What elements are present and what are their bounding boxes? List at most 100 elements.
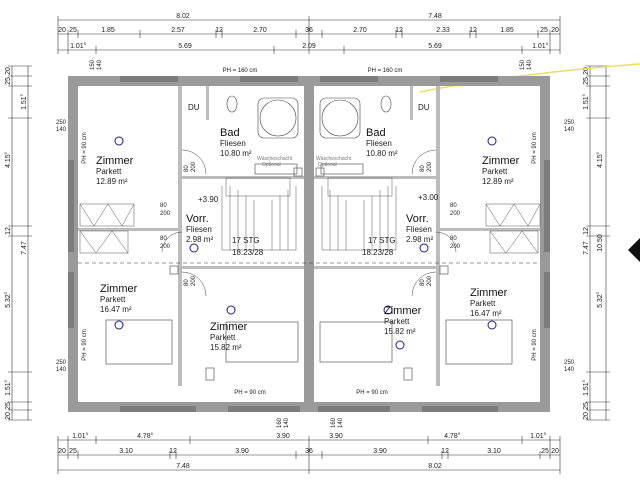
ph-top-right: PH = 160 cm: [368, 68, 403, 74]
room-zimmer-3-name: Zimmer: [100, 283, 138, 295]
opening-labels: 250 140 250 140 250 140 250 140 150 140 …: [56, 59, 575, 428]
svg-text:140: 140: [338, 417, 344, 428]
svg-text:80: 80: [450, 236, 457, 242]
room-zimmer-5-name: Zimmer: [384, 305, 422, 317]
dim-right-8: 1.515: [581, 379, 590, 396]
svg-text:80: 80: [420, 279, 426, 286]
level-right: +3.00: [418, 193, 439, 202]
svg-text:80: 80: [160, 236, 167, 242]
room-bad-left-name: Bad: [220, 127, 240, 139]
room-markers: [114, 136, 497, 350]
room-du-right: DU: [418, 103, 430, 112]
stair-right-dim: 18.23/28: [362, 248, 394, 257]
room-zimmer-1-floor: Parkett: [96, 167, 122, 176]
dim-bottom-2-1: 25: [69, 448, 77, 455]
dim-left-6: 5.325: [3, 291, 12, 308]
dim-left-1: 25: [5, 77, 12, 85]
svg-text:140: 140: [97, 59, 103, 70]
room-bad-left-floor: Fliesen: [220, 139, 246, 148]
dim-bottom-2-4: 3.90: [235, 448, 249, 455]
svg-text:140: 140: [527, 59, 533, 70]
svg-text:200: 200: [427, 161, 433, 172]
optional-right: Optional: [318, 162, 337, 168]
stair-left-count: 17 STG: [232, 236, 260, 245]
dim-top-3-2: 2.09: [302, 43, 316, 50]
svg-text:160: 160: [277, 417, 283, 428]
room-bad-left-area: 10.80 m²: [220, 149, 252, 158]
room-zimmer-6-name: Zimmer: [470, 287, 508, 299]
dim-left-9: 20: [5, 412, 12, 420]
svg-text:80: 80: [184, 279, 190, 286]
optional-left: Optional: [262, 162, 281, 168]
room-zimmer-1-name: Zimmer: [96, 155, 134, 167]
svg-text:250: 250: [564, 120, 575, 126]
dim-top-3-3: 5.69: [428, 43, 442, 50]
room-du-left: DU: [188, 103, 200, 112]
dim-top-1-0: 8.02: [176, 13, 190, 20]
dim-top-2-10: 12: [469, 27, 477, 34]
dim-right-4: 12: [583, 227, 590, 235]
dim-left-7: 1.515: [3, 379, 12, 396]
stair-right-count: 17 STG: [368, 236, 396, 245]
svg-text:200: 200: [160, 244, 171, 250]
room-vorr-right-floor: Fliesen: [406, 225, 432, 234]
dimension-right: 20 25 1.515 4.155 12 7.47 10.50 5.325 1.…: [581, 65, 610, 421]
dim-right-5: 7.47: [583, 241, 590, 255]
svg-text:250: 250: [56, 120, 67, 126]
dim-right-0: 20: [583, 67, 590, 75]
room-vorr-left-area: 2.98 m²: [186, 235, 213, 244]
svg-text:150: 150: [520, 59, 526, 70]
dim-top-3-1: 5.69: [178, 43, 192, 50]
dim-top-2-1: 25: [69, 27, 77, 34]
room-zimmer-2-area: 12.89 m²: [482, 177, 514, 186]
ph-top-left: PH = 160 cm: [223, 68, 258, 74]
svg-text:250: 250: [56, 360, 67, 366]
room-vorr-left-name: Vorr.: [186, 213, 209, 225]
dim-bottom-2-6: 3.90: [373, 448, 387, 455]
dimension-top: 8.02 7.48 20 25 1.85 2.57 12 2.70 36 2.7…: [57, 13, 561, 54]
svg-text:250: 250: [564, 360, 575, 366]
dim-top-1-1: 7.48: [428, 13, 442, 20]
svg-text:150: 150: [90, 59, 96, 70]
wasch-left: Wäscheschacht: [257, 156, 293, 162]
ph-side-right-2: PH = 90 cm: [532, 329, 538, 361]
wasch-right: Wäscheschacht: [316, 156, 352, 162]
dim-top-3-0: 1.015: [70, 41, 87, 50]
dim-top-2-12: 25: [540, 27, 548, 34]
section-marker: [628, 238, 640, 262]
dim-bottom-1-5: 1.015: [530, 431, 547, 440]
dim-top-3-4: 1.015: [532, 41, 549, 50]
room-zimmer-5-floor: Parkett: [384, 317, 410, 326]
svg-text:80: 80: [184, 165, 190, 172]
dim-bottom-2-0: 20: [58, 448, 66, 455]
room-bad-right-name: Bad: [366, 127, 386, 139]
dim-bottom-3-1: 8.02: [428, 463, 442, 470]
walls: [68, 76, 550, 412]
dim-top-2-13: 20: [551, 27, 559, 34]
dim-bottom-2-5: 36: [305, 448, 313, 455]
dim-bottom-3-0: 7.48: [176, 463, 190, 470]
dimension-bottom: 1.015 4.785 3.90 3.90 4.785 1.015 20 25 …: [57, 431, 561, 474]
dim-bottom-2-10: 20: [551, 448, 559, 455]
dim-left-8: 25: [5, 402, 12, 410]
dim-top-2-6: 36: [305, 27, 313, 34]
svg-text:80: 80: [160, 203, 167, 209]
svg-text:200: 200: [450, 211, 461, 217]
room-zimmer-3-area: 16.47 m²: [100, 305, 132, 314]
room-zimmer-2-name: Zimmer: [482, 155, 520, 167]
dim-bottom-1-4: 4.785: [444, 431, 461, 440]
room-zimmer-4-area: 15.82 m²: [210, 343, 242, 352]
svg-text:200: 200: [160, 211, 171, 217]
room-zimmer-4-floor: Parkett: [210, 333, 236, 342]
dim-right-7: 5.325: [595, 291, 604, 308]
ph-side-left-2: PH = 90 cm: [82, 329, 88, 361]
dim-bottom-1-1: 4.785: [137, 431, 154, 440]
dim-bottom-2-3: 12: [169, 448, 177, 455]
room-zimmer-5-area: 15.82 m²: [384, 327, 416, 336]
dim-right-1: 25: [583, 77, 590, 85]
dim-right-2: 1.515: [581, 93, 590, 110]
room-zimmer-4-name: Zimmer: [210, 321, 248, 333]
room-zimmer-2-floor: Parkett: [482, 167, 508, 176]
dim-right-10: 20: [583, 412, 590, 420]
dim-bottom-1-3: 3.90: [329, 433, 343, 440]
